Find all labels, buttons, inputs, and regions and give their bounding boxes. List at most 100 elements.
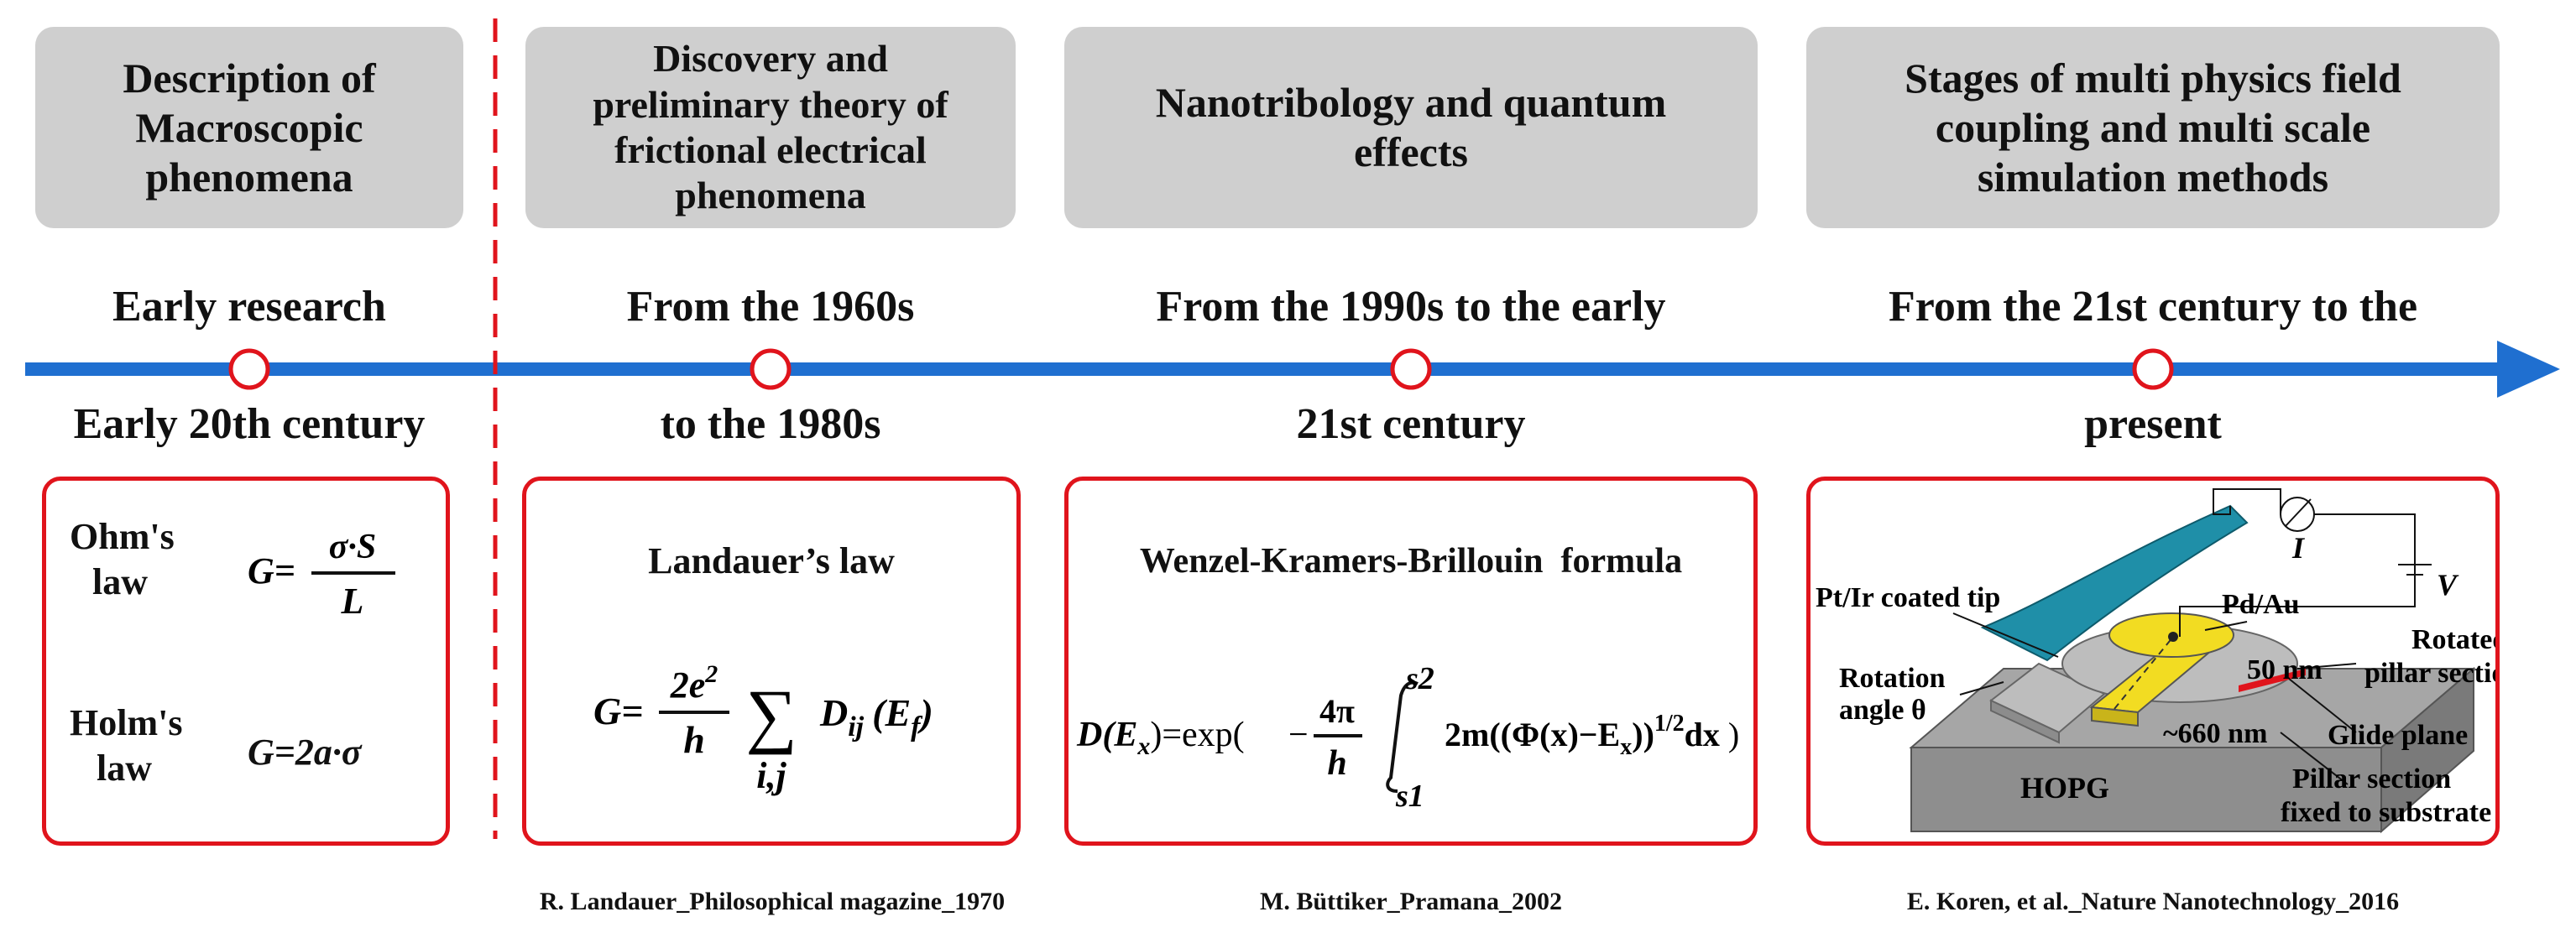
ohm-label-line-1: Ohm's bbox=[70, 516, 175, 557]
formula-box-2: Landauer’s law G= 2e2 h ∑ i,j Dij(Ef) bbox=[522, 477, 1021, 846]
glide-pointer bbox=[2288, 678, 2357, 733]
formula-box-3: Wenzel-Kramers-Brillouin formula D(Ex)=e… bbox=[1064, 477, 1758, 846]
landauer-rhs-sub: ij bbox=[848, 711, 864, 742]
stage-3-line-1: Nanotribology and quantum bbox=[1155, 79, 1667, 126]
timeline-marker-3 bbox=[1390, 348, 1432, 390]
timeline-arrowhead-icon bbox=[2497, 341, 2560, 398]
landauer-title: Landauer’s law bbox=[648, 540, 895, 581]
landauer-numerator: 2e2 bbox=[670, 660, 718, 706]
pillar-center-dot bbox=[2168, 632, 2178, 642]
landauer-num-sup: 2 bbox=[704, 660, 718, 688]
period-3-bottom: 21st century bbox=[1296, 400, 1526, 448]
stage-1-line-2: Macroscopic bbox=[135, 103, 363, 151]
ohm-denominator: L bbox=[341, 581, 364, 622]
wkb-lhs-d: D(E bbox=[1076, 716, 1137, 754]
label-50nm: 50 nm bbox=[2247, 654, 2323, 685]
wkb-integrand-sub: x bbox=[1620, 734, 1632, 760]
landauer-lhs: G= bbox=[593, 690, 643, 732]
landauer-num-base: 2e bbox=[670, 664, 706, 706]
glide-plane-line bbox=[2239, 669, 2306, 692]
tip-pointer bbox=[1952, 612, 2059, 658]
ammeter-needle bbox=[2285, 498, 2312, 527]
period-2-bottom: to the 1980s bbox=[660, 400, 881, 448]
label-rotation-2: angle θ bbox=[1839, 695, 1926, 726]
stage-4-line-2: coupling and multi scale bbox=[1935, 103, 2371, 151]
period-1-top: Early research bbox=[112, 283, 386, 331]
label-voltage: V bbox=[2437, 568, 2459, 602]
label-rotated-2: pillar section bbox=[2364, 658, 2495, 689]
wkb-title: Wenzel-Kramers-Brillouin formula bbox=[1139, 542, 1683, 581]
stage-1-line-1: Description of bbox=[123, 54, 376, 102]
wkb-denominator: h bbox=[1327, 744, 1346, 783]
ohm-label-line-2: law bbox=[92, 560, 148, 602]
reference-3: E. Koren, et al._Nature Nanotechnology_2… bbox=[1906, 888, 2400, 915]
ohm-lhs: G= bbox=[248, 550, 295, 591]
wkb-formula: D(Ex)=exp( − 4π h s2 s1 2m((Φ(x)−Ex))1/2… bbox=[1076, 665, 1739, 814]
label-660nm: ~660 nm bbox=[2163, 718, 2267, 749]
label-current: I bbox=[2291, 531, 2306, 565]
wkb-lower-limit: s1 bbox=[1395, 779, 1424, 814]
stage-1-line-3: phenomena bbox=[145, 153, 353, 201]
ohm-formula: G= σ·S L bbox=[248, 528, 395, 622]
wkb-integrand-main: 2m((Φ(x)−E bbox=[1445, 716, 1620, 753]
period-4-top: From the 21st century to the bbox=[1888, 283, 2418, 331]
period-1-bottom: Early 20th century bbox=[73, 400, 426, 448]
landauer-denominator: h bbox=[683, 718, 705, 761]
landauer-rhs-close: ) bbox=[917, 691, 933, 734]
pd-pointer bbox=[2204, 621, 2248, 631]
hopg-schematic: Pt/Ir coated tip Pd/Au Rotated pillar se… bbox=[1816, 488, 2495, 834]
landauer-formula: G= 2e2 h ∑ i,j Dij(Ef) bbox=[593, 660, 933, 796]
pillar-arm-edge bbox=[2091, 706, 2139, 727]
stage-4-line-3: simulation methods bbox=[1977, 153, 2329, 201]
label-hopg: HOPG bbox=[2020, 771, 2109, 805]
formula-box-1: Ohm's law G= σ·S L Holm's law G=2a·σ bbox=[42, 477, 450, 846]
wkb-power: 1/2 bbox=[1654, 711, 1685, 737]
landauer-sum-icon: ∑ bbox=[745, 675, 797, 755]
timeline-marker-4 bbox=[2132, 348, 2174, 390]
timeline-marker-2 bbox=[750, 348, 792, 390]
circuit-wire-right bbox=[2179, 513, 2416, 637]
landauer-rhs-arg-sub: f bbox=[911, 711, 923, 742]
fixed-pointer bbox=[2280, 732, 2349, 785]
rotated-pointer bbox=[2296, 663, 2357, 669]
wkb-lhs-close: )=exp( bbox=[1150, 716, 1244, 754]
landauer-sum-index: i,j bbox=[756, 755, 786, 796]
label-rotated-1: Rotated bbox=[2411, 624, 2495, 655]
wkb-integrand-close: )) bbox=[1632, 716, 1654, 753]
label-pillar-2: fixed to substrate bbox=[2281, 797, 2491, 828]
wkb-lhs: D(Ex)=exp( bbox=[1076, 716, 1245, 760]
formula-box-4: Pt/Ir coated tip Pd/Au Rotated pillar se… bbox=[1806, 477, 2500, 846]
wkb-lhs-sub: x bbox=[1136, 732, 1150, 760]
landauer-rhs: Dij(Ef) bbox=[819, 691, 933, 742]
ohm-numerator: σ·S bbox=[329, 528, 377, 566]
stage-2-line-1: Discovery and bbox=[653, 37, 888, 81]
circuit-wire bbox=[2213, 488, 2281, 515]
period-4-bottom: present bbox=[2084, 400, 2222, 448]
afm-tip-cantilever bbox=[1980, 504, 2249, 662]
wkb-end: ) bbox=[1728, 716, 1739, 753]
pillar-dashed-axis bbox=[2114, 636, 2174, 710]
label-pillar-1: Pillar section bbox=[2292, 763, 2451, 795]
rotated-section-edge bbox=[1990, 699, 2060, 744]
stage-3-line-2: effects bbox=[1354, 128, 1468, 175]
stage-2-line-4: phenomena bbox=[675, 174, 866, 217]
wkb-dx: dx bbox=[1685, 716, 1720, 753]
holm-label-line-2: law bbox=[97, 747, 152, 789]
holm-label-line-1: Holm's bbox=[70, 702, 183, 743]
hopg-substrate-side bbox=[2380, 666, 2474, 834]
wkb-upper-limit: s2 bbox=[1405, 665, 1434, 696]
stage-4-line-1: Stages of multi physics field bbox=[1905, 54, 2401, 102]
stage-2-line-2: preliminary theory of bbox=[593, 82, 948, 126]
holm-law-label: Holm's law bbox=[70, 701, 183, 790]
ohm-law-label: Ohm's law bbox=[70, 514, 175, 604]
period-3-top: From the 1990s to the early bbox=[1156, 283, 1666, 331]
label-tip: Pt/Ir coated tip bbox=[1816, 582, 2000, 613]
timeline-marker-1 bbox=[228, 348, 270, 390]
landauer-rhs-d: D bbox=[819, 691, 848, 734]
label-glide: Glide plane bbox=[2328, 720, 2468, 751]
stage-2-line-3: frictional electrical bbox=[614, 128, 927, 171]
